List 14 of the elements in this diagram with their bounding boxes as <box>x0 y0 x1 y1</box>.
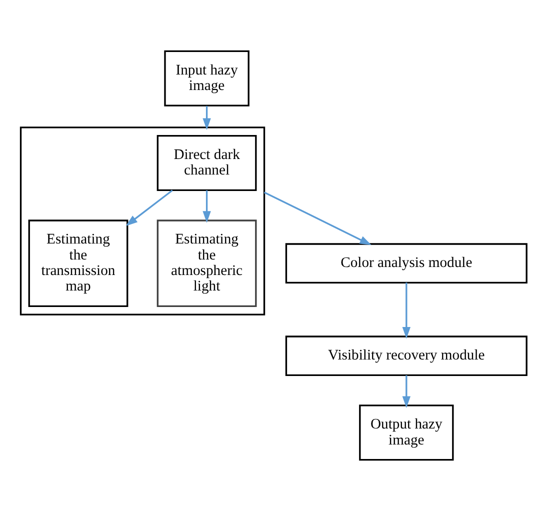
node-box: Direct dark channel <box>156 135 257 192</box>
arrow <box>264 192 372 246</box>
node-box: Visibility recovery module <box>285 336 528 376</box>
arrow <box>202 190 211 223</box>
arrow <box>202 106 211 130</box>
arrow <box>402 375 411 408</box>
node-box: Estimating the atmospheric light <box>156 220 257 308</box>
cluster <box>20 126 266 316</box>
node-box: Input hazy image <box>164 50 250 106</box>
arrow <box>126 190 173 226</box>
node-box: Color analysis module <box>285 243 528 284</box>
node-box: Estimating the transmission map <box>28 220 128 308</box>
arrow <box>402 282 411 339</box>
node-box: Output hazy image <box>359 404 454 461</box>
